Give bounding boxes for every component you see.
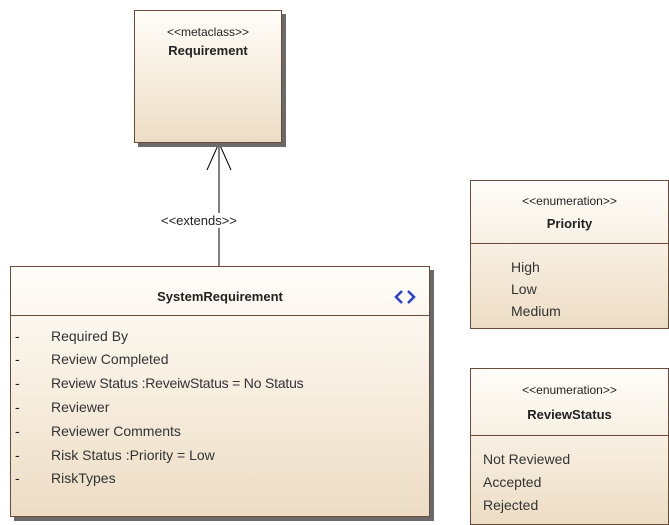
- extends-arrowhead: [206, 141, 232, 171]
- attribute-label: Required By: [51, 328, 129, 344]
- review-status-name: ReviewStatus: [527, 407, 612, 422]
- visibility-marker: -: [15, 447, 20, 463]
- visibility-marker: -: [15, 399, 20, 415]
- enum-literal: Not Reviewed: [483, 451, 571, 467]
- system-requirement-name: SystemRequirement: [157, 289, 283, 304]
- visibility-marker: -: [15, 470, 20, 486]
- visibility-marker: -: [15, 328, 20, 344]
- attribute-label: Reviewer: [51, 399, 110, 415]
- requirement-name: Requirement: [168, 43, 248, 58]
- system-requirement-class-box[interactable]: SystemRequirement - Required By - Review…: [10, 266, 430, 517]
- attribute-label: Reviewer Comments: [51, 423, 181, 439]
- visibility-marker: -: [15, 423, 20, 439]
- enum-literal: Medium: [511, 303, 561, 319]
- system-requirement-divider: [11, 315, 429, 316]
- review-status-divider: [471, 435, 668, 436]
- requirement-stereotype: <<metaclass>>: [166, 25, 250, 39]
- element-link-icon: [394, 290, 416, 304]
- visibility-marker: -: [15, 351, 20, 367]
- priority-stereotype: <<enumeration>>: [522, 194, 617, 208]
- priority-enumeration-box[interactable]: <<enumeration>> Priority High Low Medium: [470, 180, 669, 329]
- enum-literal: High: [511, 259, 540, 275]
- extends-label: <<extends>>: [160, 213, 238, 228]
- priority-name: Priority: [546, 216, 593, 231]
- attribute-label: RiskTypes: [51, 470, 116, 486]
- enum-literal: Rejected: [483, 497, 539, 513]
- attribute-label: Review Status :ReveiwStatus = No Status: [51, 375, 304, 391]
- visibility-marker: -: [15, 375, 20, 391]
- enum-literal: Low: [511, 281, 537, 297]
- attribute-label: Risk Status :Priority = Low: [51, 447, 215, 463]
- attribute-label: Review Completed: [51, 351, 169, 367]
- review-status-stereotype: <<enumeration>>: [522, 383, 617, 397]
- review-status-enumeration-box[interactable]: <<enumeration>> ReviewStatus Not Reviewe…: [470, 368, 669, 525]
- requirement-metaclass-box[interactable]: <<metaclass>> Requirement: [134, 10, 282, 143]
- priority-divider: [471, 243, 668, 244]
- enum-literal: Accepted: [483, 474, 542, 490]
